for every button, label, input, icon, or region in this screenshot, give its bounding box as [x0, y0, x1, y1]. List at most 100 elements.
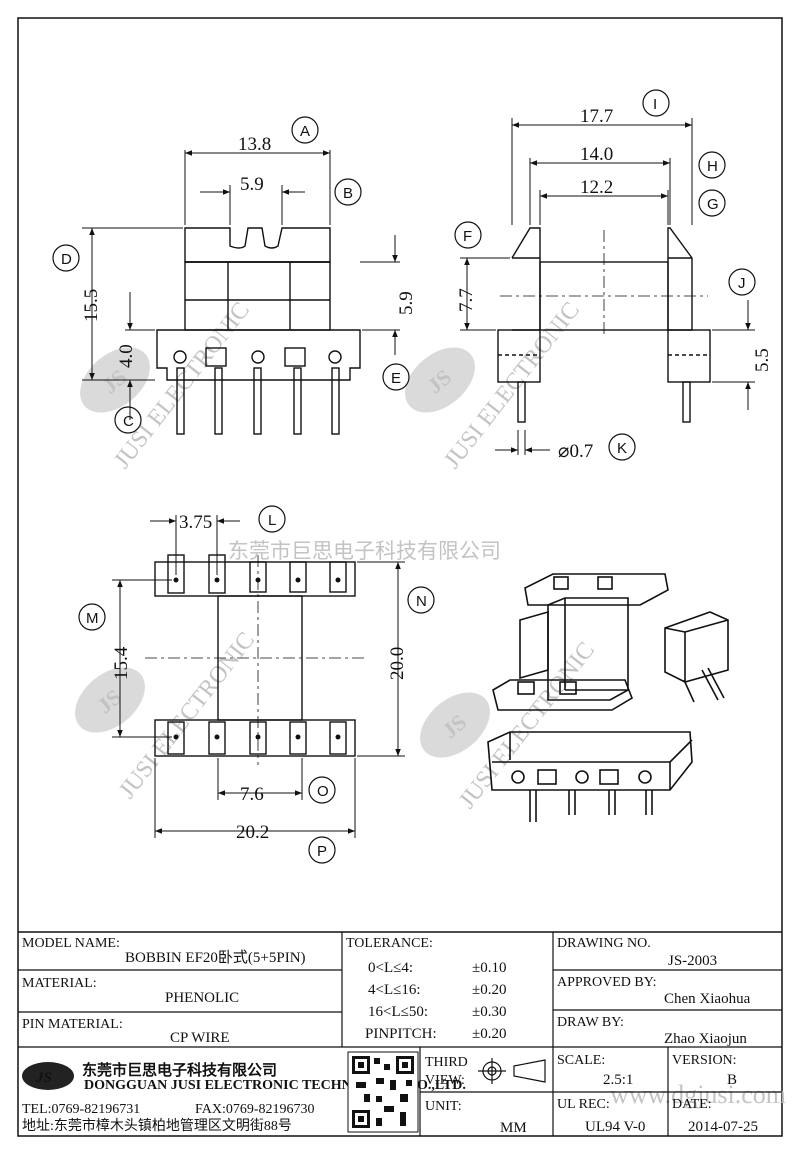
drawing-no-label: DRAWING NO.: [557, 936, 651, 951]
date-label: DATE:: [672, 1097, 712, 1112]
company-logo: JS: [22, 1062, 74, 1090]
third-angle-projection-icon: [478, 1058, 546, 1084]
pin-material-value: CP WIRE: [170, 1030, 230, 1046]
company-fax: FAX:0769-82196730: [195, 1102, 315, 1117]
title-block-text: MODEL NAME: BOBBIN EF20卧式(5+5PIN) MATERI…: [22, 936, 758, 1136]
material-label: MATERIAL:: [22, 976, 97, 991]
tolerance-label: TOLERANCE:: [346, 936, 433, 951]
dim-height: 15.5: [81, 289, 102, 322]
callout-f: F: [463, 228, 472, 245]
callout-l: L: [268, 512, 276, 529]
side-view: [497, 227, 711, 423]
callout-m: M: [86, 610, 99, 627]
scale-value: 2.5:1: [603, 1072, 633, 1088]
ul-label: UL REC:: [557, 1097, 610, 1112]
watermark-company: 东莞市巨思电子科技有限公司: [228, 539, 501, 563]
tolerance-range-1: 0<L≤4:: [368, 960, 413, 976]
draw-value: Zhao Xiaojun: [664, 1031, 747, 1047]
bottom-view-callouts: [78, 505, 435, 864]
approved-value: Chen Xiaohua: [664, 991, 751, 1007]
front-view-callout-letters: A B C D E: [61, 123, 401, 430]
callout-j: J: [738, 275, 746, 292]
dim-overall-len: 20.0: [387, 647, 408, 680]
watermark-arc-text: JUSI ELECTRONIC: [114, 627, 260, 803]
front-view-callouts: [52, 116, 410, 434]
scale-label: SCALE:: [557, 1053, 605, 1068]
callout-o: O: [317, 783, 329, 800]
callout-g: G: [707, 196, 719, 213]
model-name-label: MODEL NAME:: [22, 936, 120, 951]
dim-side-pin: 5.5: [752, 348, 773, 372]
unit-value: MM: [500, 1120, 527, 1136]
title-block: [18, 931, 782, 1136]
bottom-view-dims: [112, 515, 405, 838]
front-view: [156, 227, 361, 435]
dim-flange: 17.7: [580, 106, 613, 127]
callout-p: P: [317, 843, 327, 860]
callout-h: H: [707, 158, 718, 175]
company-cn: 东莞市巨思电子科技有限公司: [82, 1061, 277, 1079]
approved-label: APPROVED BY:: [557, 975, 656, 990]
dim-base: 4.0: [116, 344, 137, 368]
dim-winding: 12.2: [580, 177, 613, 198]
watermark-logo: JS: [405, 347, 475, 413]
isometric-view: [487, 573, 729, 822]
unit-label: UNIT:: [425, 1099, 462, 1114]
front-view-dims: [82, 150, 400, 420]
draw-label: DRAW BY:: [557, 1015, 624, 1030]
front-view-labels: 13.8 5.9 15.5 4.0 5.9: [81, 134, 417, 368]
watermark-site: www.dgjusi.com: [610, 1080, 786, 1109]
callout-e: E: [391, 370, 401, 387]
callout-k: K: [617, 440, 627, 457]
watermark-logo: JS: [420, 692, 490, 758]
callout-d: D: [61, 251, 72, 268]
tolerance-value-1: ±0.10: [472, 960, 506, 976]
qr-code: [347, 1051, 419, 1133]
view-label: VIEW:: [425, 1073, 465, 1088]
date-value: 2014-07-25: [688, 1119, 758, 1135]
dim-overall-w: 20.2: [236, 822, 269, 843]
callout-c: C: [123, 413, 134, 430]
tolerance-value-2: ±0.20: [472, 982, 506, 998]
watermarks: JS JS JS JS JUSI ELECTRONIC JUSI ELECTRO…: [75, 297, 786, 1109]
callout-i: I: [653, 96, 657, 113]
dim-width-total: 13.8: [238, 134, 271, 155]
pin-material-label: PIN MATERIAL:: [22, 1017, 123, 1032]
tolerance-value-3: ±0.30: [472, 1004, 506, 1020]
side-view-callouts: [454, 89, 756, 461]
side-view-labels: 17.7 14.0 12.2 7.7 5.5 ⌀0.7: [456, 106, 773, 462]
company-logo-text: JS: [35, 1070, 52, 1086]
company-address: 地址:东莞市樟木头镇柏地管理区文明街88号: [22, 1117, 292, 1134]
tolerance-range-2: 4<L≤16:: [368, 982, 421, 998]
callout-n: N: [416, 593, 427, 610]
dim-row-span: 15.4: [111, 646, 132, 680]
dim-pitch: 3.75: [179, 512, 212, 533]
dim-gap: 7.6: [240, 784, 264, 805]
material-value: PHENOLIC: [165, 990, 239, 1006]
dim-pin-len: 5.9: [396, 291, 417, 315]
drawing-no-value: JS-2003: [668, 953, 717, 969]
version-value: B: [727, 1072, 737, 1088]
tolerance-range-3: 16<L≤50:: [368, 1004, 428, 1020]
tolerance-range-4: PINPITCH:: [365, 1026, 437, 1042]
side-view-callout-letters: F G H I J K: [463, 96, 746, 457]
version-label: VERSION:: [672, 1053, 737, 1068]
callout-b: B: [343, 185, 353, 202]
watermark-logo: JS: [75, 667, 145, 733]
ul-value: UL94 V-0: [585, 1119, 645, 1135]
third-label: THIRD: [425, 1055, 468, 1070]
dim-slot: 5.9: [240, 174, 264, 195]
company-tel: TEL:0769-82196731: [22, 1102, 140, 1117]
bottom-view-labels: 3.75 15.4 20.0 7.6 20.2: [111, 512, 408, 843]
bottom-view-callout-letters: L M N O P: [86, 512, 427, 860]
callout-a: A: [300, 123, 310, 140]
side-view-dims: [460, 118, 755, 455]
model-name-value: BOBBIN EF20卧式(5+5PIN): [125, 949, 306, 966]
dim-side-height: 7.7: [456, 288, 477, 312]
sheet-border: [17, 17, 783, 1137]
tolerance-value-4: ±0.20: [472, 1026, 506, 1042]
dim-inner: 14.0: [580, 144, 613, 165]
dim-pin-dia: ⌀0.7: [558, 441, 593, 462]
bottom-view-pins: [173, 577, 341, 740]
